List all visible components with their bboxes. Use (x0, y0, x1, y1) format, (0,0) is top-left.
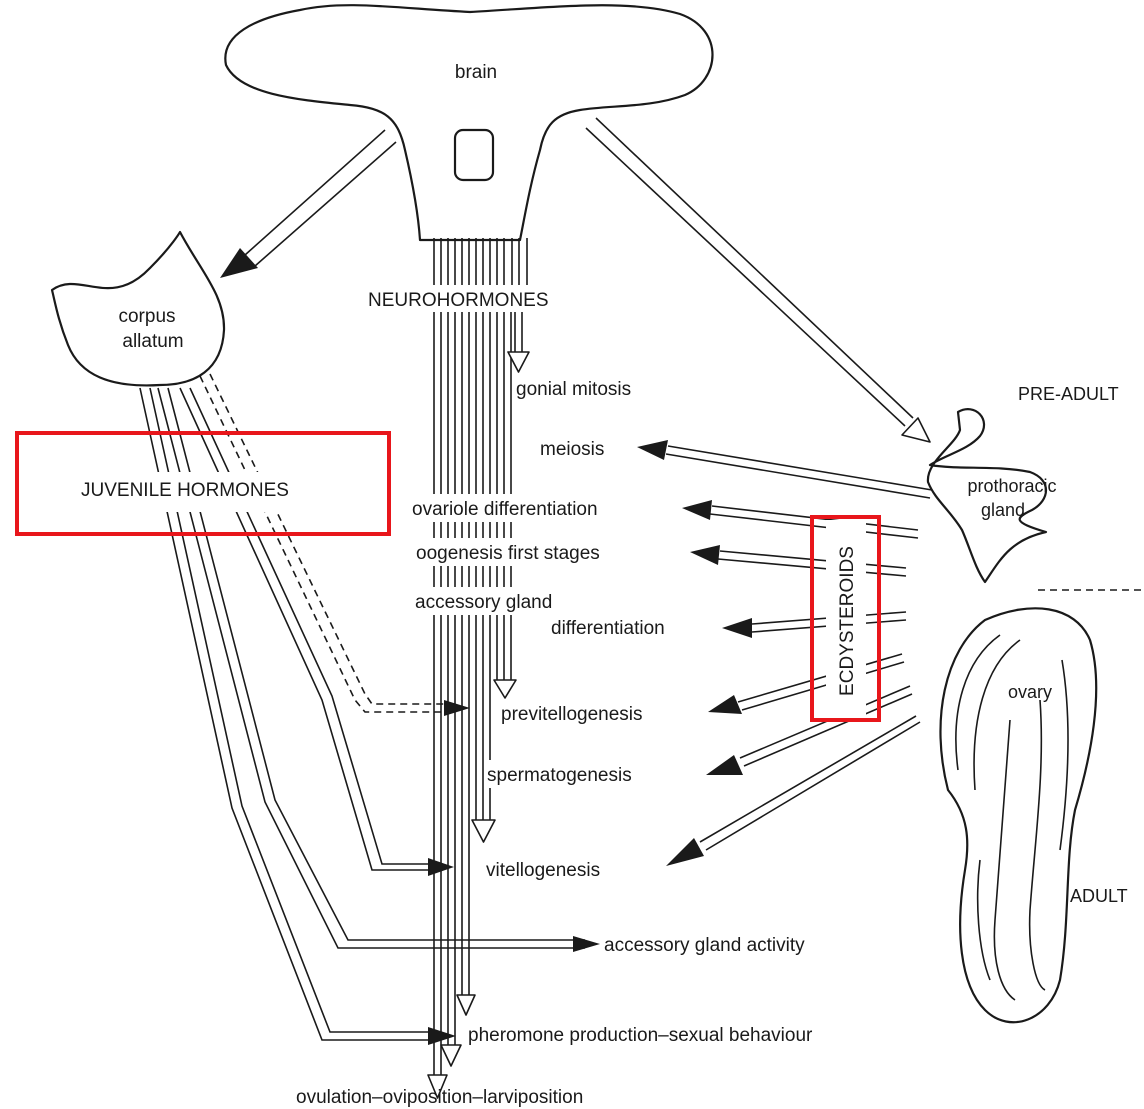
jh-arrow-pheromone (428, 1027, 456, 1045)
arrow-pheromone-nh (457, 995, 475, 1015)
ecdysteroids-label: ECDYSTEROIDS (837, 546, 858, 696)
corpus-allatum-label-1: corpus (118, 306, 175, 327)
ovary-label: ovary (1008, 682, 1052, 702)
ecd-arrow-vitellogenesis (666, 838, 704, 866)
prothoracic-gland-label-1: prothoracic (967, 476, 1056, 496)
prothoracic-gland-label-2: gland (981, 500, 1025, 520)
prothoracic-gland: prothoracic gland (928, 409, 1057, 582)
process-vitellogenesis: vitellogenesis (486, 860, 600, 881)
brain-label: brain (455, 62, 497, 83)
arrow-accessory-activity-nh (441, 1045, 461, 1066)
pre-adult-label: PRE-ADULT (1018, 384, 1119, 404)
jh-arrow-accessory-activity (573, 936, 600, 952)
process-gonial-mitosis: gonial mitosis (516, 379, 631, 400)
brain-to-corpus-allatum-arrow (220, 130, 396, 278)
ecd-arrow-oogenesis (690, 545, 720, 565)
process-previtellogenesis: previtellogenesis (501, 704, 643, 725)
process-meiosis: meiosis (540, 439, 604, 460)
corpus-allatum-label-2: allatum (122, 331, 183, 352)
process-accessory-gland-line1: accessory gland (415, 592, 552, 613)
process-accessory-gland-line2: differentiation (551, 618, 665, 639)
brain-inner-chamber (455, 130, 493, 180)
process-oogenesis-first-stages: oogenesis first stages (416, 543, 600, 564)
ovary: ovary (940, 608, 1096, 1022)
neurohormones-label: NEUROHORMONES (368, 290, 549, 311)
ecd-arrow-meiosis (637, 440, 668, 460)
arrow-vitellogenesis-nh (472, 820, 495, 842)
jh-arrow-previtellogenesis (444, 700, 470, 716)
process-spermatogenesis: spermatogenesis (487, 765, 632, 786)
process-ovulation: ovulation–oviposition–larviposition (296, 1087, 583, 1108)
corpus-allatum: corpus allatum (52, 232, 224, 385)
ecd-arrow-spermatogenesis (706, 755, 743, 775)
process-pheromone-production: pheromone production–sexual behaviour (468, 1025, 813, 1046)
process-accessory-gland-activity: accessory gland activity (604, 935, 805, 956)
ecd-arrow-ovariole (682, 500, 712, 520)
ecdysteroid-lines (637, 440, 932, 866)
juvenile-hormones-label: JUVENILE HORMONES (81, 480, 289, 501)
neurohormone-bundle (428, 238, 529, 1098)
process-ovariole-differentiation: ovariole differentiation (412, 499, 598, 520)
arrow-previtellogenesis-nh (494, 680, 516, 698)
brain: brain (225, 5, 712, 240)
ecd-arrow-previtellogenesis (708, 695, 742, 714)
adult-label: ADULT (1070, 886, 1128, 906)
ecd-arrow-accessory-diff (722, 618, 752, 638)
